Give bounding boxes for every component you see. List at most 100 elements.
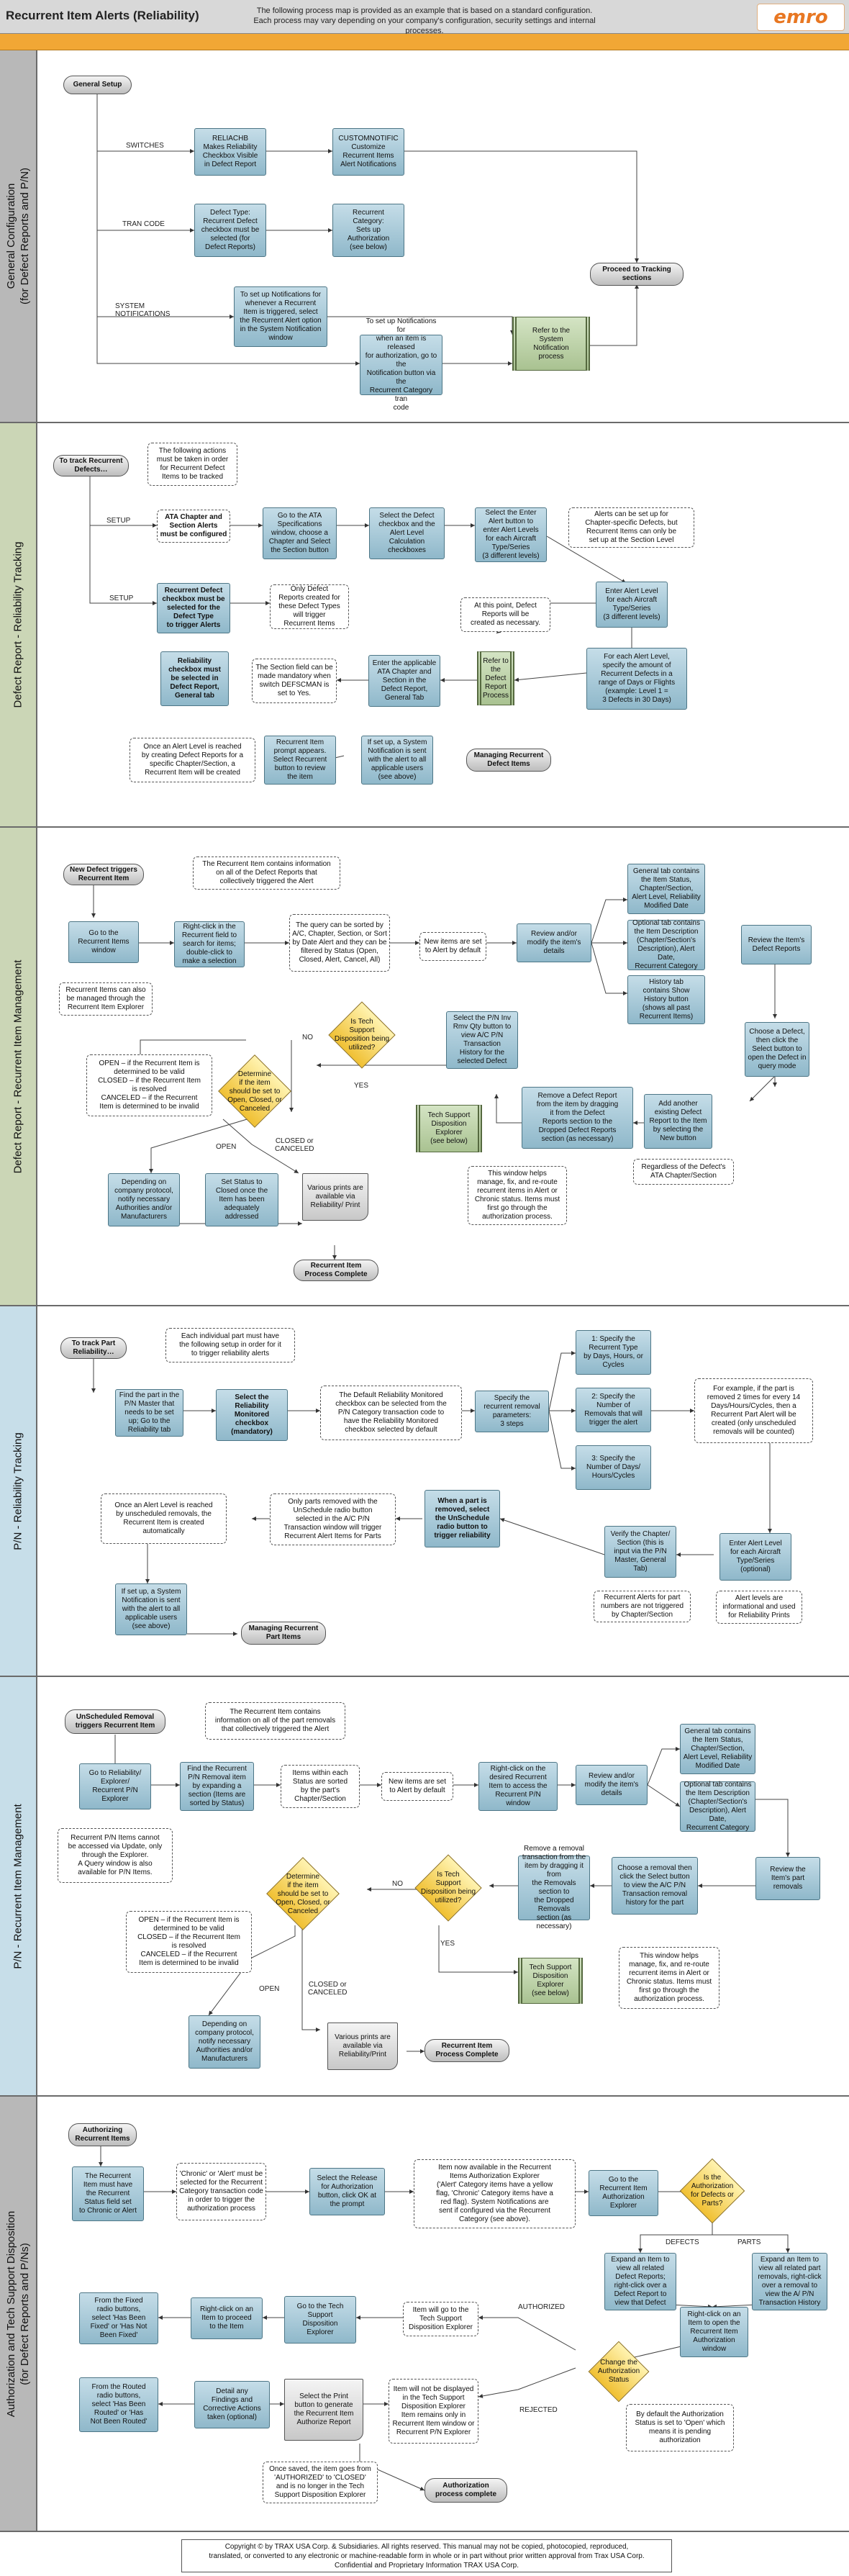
various-prints-doc: Various prints are available via Reliabi… [302, 1173, 368, 1221]
now-available-note: Item now available in the Recurrent Item… [414, 2159, 576, 2228]
recurrent-contains-note: The Recurrent Item contains information … [193, 857, 340, 890]
detail-findings: Detail any Findings and Corrective Actio… [194, 2381, 270, 2428]
part-notify-authorities: Depending on company protocol, notify ne… [189, 2015, 260, 2069]
select-pn-inv-rmv: Select the P/N Inv Rmv Qty button to vie… [446, 1011, 518, 1069]
step-1-recurrent-type: 1: Specify the Recurrent Type by Days, H… [576, 1330, 651, 1375]
track-recurrent-defects-start: To track Recurrent Defects… [53, 455, 129, 476]
general-tab-info: General tab contains the Item Status, Ch… [627, 864, 705, 914]
enter-alert-button: Select the Enter Alert button to enter A… [475, 507, 547, 562]
header-note: The following process map is provided as… [253, 6, 596, 35]
unscheduled-removal-start: UnScheduled Removal triggers Recurrent I… [65, 1709, 165, 1734]
authorization-complete-end: Authorization process complete [424, 2478, 507, 2503]
lane-label: P/N - Recurrent Item Management [0, 1677, 37, 2095]
verify-chapter-section: Verify the Chapter/ Section (this is inp… [604, 1526, 676, 1578]
select-defect-checkboxes: Select the Defect checkbox and the Alert… [369, 507, 445, 559]
recurrent-alerts-not-chapter-note: Recurrent Alerts for part numbers are no… [594, 1591, 691, 1622]
expand-item-defects: Expand an Item to view all related Defec… [604, 2253, 676, 2310]
part-optional-tab: Optional tab contains the Item Descripti… [680, 1781, 755, 1832]
part-closed-canceled-label: CLOSED or CANCELED [308, 1981, 348, 1997]
determine-status-text: Determine if the item should be set to O… [227, 1070, 282, 1113]
enter-alert-level-aircraft: Enter Alert Level for each Aircraft Type… [719, 1533, 791, 1581]
remove-defect-report: Remove a Defect Report from the item by … [522, 1087, 633, 1149]
chronic-alert-note: 'Chronic' or 'Alert' must be selected fo… [176, 2163, 266, 2220]
choose-removal: Choose a removal then click the Select b… [612, 1857, 698, 1915]
part-various-prints-doc: Various prints are available via Reliabi… [327, 2023, 398, 2070]
no-label: NO [302, 1034, 313, 1041]
notify-authorities: Depending on company protocol, notify ne… [108, 1173, 180, 1226]
defects-or-parts-text: Is the Authorization for Defects or Part… [690, 2174, 735, 2207]
copyright-footer: Copyright © by TRAX USA Corp. & Subsidia… [181, 2539, 672, 2572]
specify-removal-parameters: Specify the recurrent removal parameters… [475, 1391, 549, 1432]
choose-defect: Choose a Defect, then click the Select b… [745, 1022, 809, 1077]
yes-label: YES [354, 1082, 369, 1090]
parts-label: PARTS [737, 2238, 761, 2246]
right-click-recurrent: Right-click in the Recurrent field to se… [174, 921, 245, 967]
tech-support-decision-text: Is Tech Support Disposition being utiliz… [334, 1018, 390, 1052]
unschedule-radio-button: When a part is removed, select the UnSch… [424, 1490, 500, 1547]
tran-code-label: TRAN CODE [122, 220, 165, 228]
emro-logo: emro [757, 4, 845, 31]
setup-label-1: SETUP [106, 517, 131, 525]
enter-ata-chapter-section: Enter the applicable ATA Chapter and Sec… [368, 655, 440, 707]
part-tech-support-text: Is Tech Support Disposition being utiliz… [420, 1871, 476, 1904]
open-label: OPEN [216, 1143, 237, 1151]
by-default-open-note: By default the Authorization Status is s… [626, 2404, 734, 2451]
lane-body [37, 50, 849, 422]
cannot-update-note: Recurrent P/N Items cannot be accessed v… [58, 1828, 173, 1883]
go-to-authorization-explorer: Go to the Recurrent Item Authorization E… [589, 2170, 658, 2216]
section-field-note: The Section field can be made mandatory … [252, 659, 337, 703]
review-part-removals: Review the Item's part removals [755, 1857, 820, 1900]
new-part-items-alert-note: New items are set to Alert by default [381, 1772, 453, 1801]
authorized-label: AUTHORIZED [518, 2303, 565, 2311]
rejected-label: REJECTED [519, 2406, 558, 2414]
change-authorization-text: Change the Authorization Status [597, 2359, 640, 2384]
go-to-tech-support-explorer: Go to the Tech Support Disposition Explo… [284, 2296, 356, 2344]
once-alert-part-note: Once an Alert Level is reached by unsche… [101, 1493, 227, 1544]
part-open-label: OPEN [259, 1985, 280, 1993]
general-setup-start: General Setup [63, 76, 132, 94]
recurrent-prompt: Recurrent Item prompt appears. Select Re… [264, 736, 336, 785]
informational-note: Alert levels are informational and used … [716, 1591, 802, 1624]
set-status-closed: Set Status to Closed once the Item has b… [205, 1173, 278, 1226]
expand-item-parts: Expand an Item to view all related part … [752, 2253, 827, 2310]
part-window-helps-note: This window helps manage, fix, and re-ro… [619, 1947, 719, 2009]
recurrent-part-contains-note: The Recurrent Item contains information … [205, 1702, 345, 1740]
page-title: Recurrent Item Alerts (Reliability) [6, 9, 199, 22]
switches-label: SWITCHES [126, 142, 164, 150]
default-reliability-note: The Default Reliability Monitored checkb… [320, 1386, 462, 1440]
release-for-authorization: Select the Release for Authorization but… [309, 2168, 385, 2215]
authorizing-recurrent-start: Authorizing Recurrent Items [68, 2123, 137, 2146]
refer-defect-report-subprocess: Refer to the Defect Report Process [477, 651, 514, 705]
open-authorization-window: Right-click on an Item to open the Recur… [680, 2307, 748, 2357]
recurrent-defect-checkbox: Recurrent Defect checkbox must be select… [157, 583, 230, 633]
orange-divider [0, 34, 849, 50]
proceed-to-tracking-end: Proceed to Tracking sections [590, 263, 684, 286]
new-items-alert-note: New items are set to Alert by default [419, 932, 486, 961]
closed-canceled-label: CLOSED or CANCELED [275, 1137, 314, 1153]
reliability-checkbox-required: Reliability checkbox must be selected in… [160, 651, 229, 706]
recurrent-process-complete: Recurrent Item Process Complete [294, 1260, 378, 1281]
part-no-label: NO [392, 1880, 403, 1888]
part-determine-text: Determine if the item should be set to O… [276, 1873, 330, 1915]
page-header: Recurrent Item Alerts (Reliability) The … [0, 0, 849, 35]
part-status-definitions-note: OPEN – if the Recurrent Item is determin… [126, 1911, 252, 1973]
example-note: For example, if the part is removed 2 ti… [694, 1378, 813, 1443]
optional-tab-info: Optional tab contains the Item Descripti… [627, 919, 705, 970]
at-this-point-note: At this point, Defect Reports will be cr… [460, 597, 550, 632]
new-defect-triggers-start: New Defect triggers Recurrent Item [63, 864, 144, 885]
system-notifications-label: SYSTEM NOTIFICATIONS [115, 302, 171, 318]
lane-label: P/N - Reliability Tracking [0, 1306, 37, 1676]
system-notification-sent: If set up, a System Notification is sent… [361, 736, 433, 785]
select-reliability-monitored: Select the Reliability Monitored checkbo… [216, 1389, 288, 1441]
setup-label-2: SETUP [109, 595, 134, 602]
ata-alerts-required: ATA Chapter and Section Alerts must be c… [157, 510, 230, 543]
managing-recurrent-defects-end: Managing Recurrent Defect Items [466, 749, 551, 772]
review-defect-reports: Review the Item's Defect Reports [741, 925, 812, 964]
tech-support-explorer-ref: Tech Support Disposition Explorer (see b… [416, 1105, 482, 1152]
find-part-pn-master: Find the part in the P/N Master that nee… [115, 1389, 183, 1437]
lane-general-configuration: General Configuration (for Defect Report… [0, 50, 849, 423]
window-helps-note: This window helps manage, fix, and re-ro… [468, 1166, 567, 1225]
recurrent-status-chronic-alert: The Recurrent Item must have the Recurre… [72, 2166, 144, 2221]
go-to-recurrent-pn-explorer: Go to Reliability/ Explorer/ Recurrent P… [79, 1763, 151, 1809]
